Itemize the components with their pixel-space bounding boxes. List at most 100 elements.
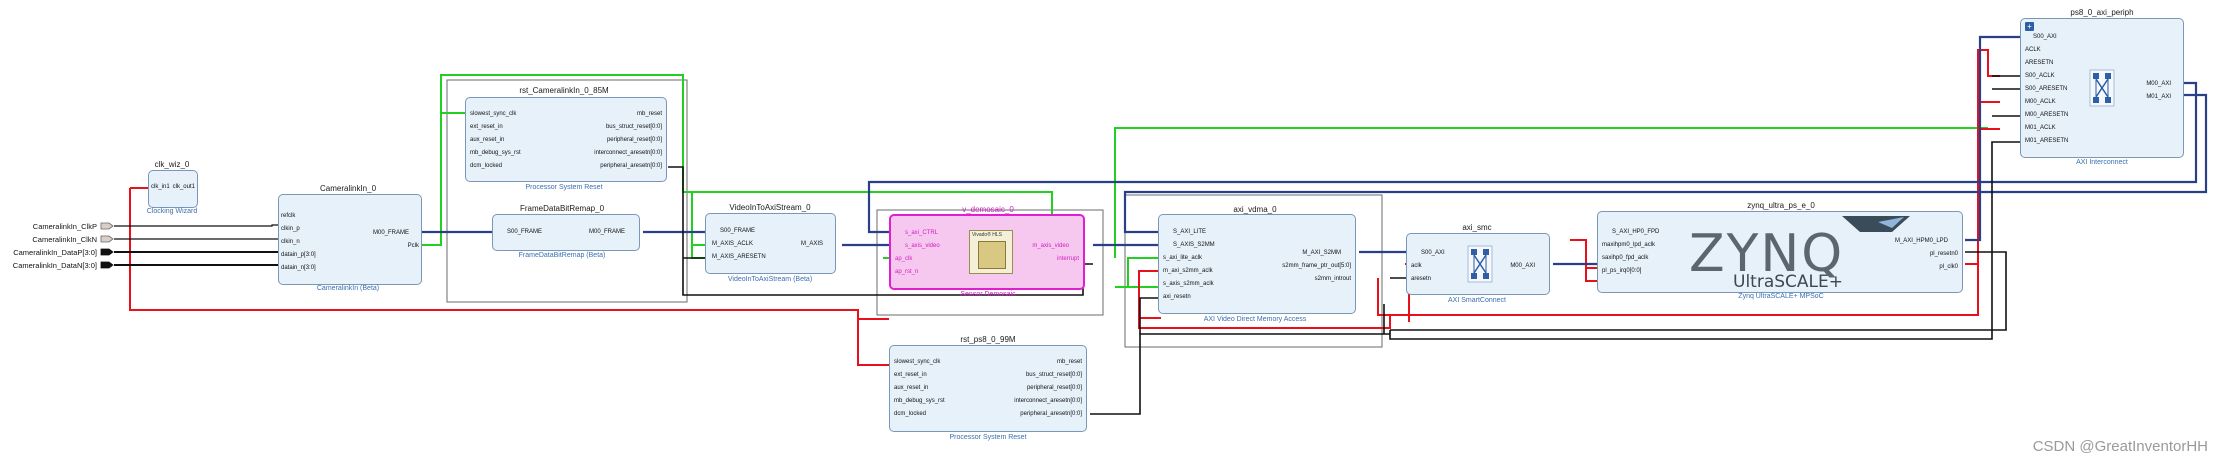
cameralink-port-refclk[interactable]: refclk [281, 213, 296, 219]
periph-port-m01-aclk[interactable]: M01_ACLK [2025, 125, 2056, 131]
smc-port-aresetn[interactable]: aresetn [1411, 276, 1432, 282]
vdma-port-m-axi-s2mm[interactable]: M_AXI_S2MM [1302, 250, 1341, 256]
frame-remap-name: FrameDataBitRemap_0 [519, 204, 605, 213]
periph-port-m01-aresetn[interactable]: M01_ARESETN [2025, 138, 2069, 144]
clk-wiz-name: clk_wiz_0 [154, 160, 190, 169]
periph-port-s00-aclk[interactable]: S00_ACLK [2025, 73, 2055, 79]
rst-camera-port-peripheral-aresetn[interactable]: peripheral_aresetn[0:0] [600, 163, 662, 169]
demosaic-port-ap-rst-n[interactable]: ap_rst_n [895, 269, 919, 275]
rst-camera-port-peripheral-reset[interactable]: peripheral_reset[0:0] [606, 137, 662, 143]
vdma-port-axi-resetn[interactable]: axi_resetn [1163, 294, 1191, 300]
smc-port-s00-axi[interactable]: S00_AXI [1421, 250, 1445, 256]
external-port-datap[interactable]: CameralinkIn_DataP[3:0] [13, 248, 97, 257]
smartconnect-crossbar-icon [1467, 245, 1493, 283]
rst-camera-port-aux-reset-in[interactable]: aux_reset_in [470, 137, 505, 143]
cameralink-subtitle: CameralinkIn (Beta) [316, 285, 380, 292]
rst-camera-block[interactable]: slowest_sync_clk ext_reset_in aux_reset_… [465, 97, 667, 182]
video-axis-port-m-axis[interactable]: M_AXIS [800, 241, 823, 247]
rst-ps8-subtitle: Processor System Reset [949, 434, 1027, 441]
frame-remap-port-m00-frame[interactable]: M00_FRAME [588, 229, 625, 235]
hls-logo: Vivado® HLS [969, 230, 1013, 274]
rst-ps8-port-mb-reset[interactable]: mb_reset [1056, 359, 1082, 365]
zynq-port-m-axi-hpm0-lpd[interactable]: M_AXI_HPM0_LPD [1894, 238, 1948, 244]
zynq-port-pl-ps-irq0[interactable]: pl_ps_irq0[0:0] [1602, 268, 1642, 274]
rst-ps8-port-slowest-sync-clk[interactable]: slowest_sync_clk [894, 359, 941, 365]
clk-wiz-subtitle: Clocking Wizard [146, 208, 198, 215]
smc-port-m00-axi[interactable]: M00_AXI [1510, 263, 1535, 269]
clk-wiz-port-clk-out1[interactable]: clk_out1 [172, 184, 195, 190]
rst-ps8-port-ext-reset-in[interactable]: ext_reset_in [894, 372, 927, 378]
cameralink-block[interactable]: refclk clkin_p clkin_n datain_p[3:0] dat… [278, 194, 422, 285]
rst-camera-port-dcm-locked[interactable]: dcm_locked [470, 163, 503, 169]
vdma-port-s-axis-s2mm-aclk[interactable]: s_axis_s2mm_aclk [1163, 281, 1214, 287]
rst-ps8-port-aux-reset-in[interactable]: aux_reset_in [894, 385, 929, 391]
demosaic-port-ap-clk[interactable]: ap_clk [895, 256, 913, 262]
vdma-port-s-axi-lite-aclk[interactable]: s_axi_lite_aclk [1163, 255, 1203, 261]
rst-camera-port-slowest-sync-clk[interactable]: slowest_sync_clk [470, 111, 517, 117]
zynq-port-saxihp0-fpd-aclk[interactable]: saxihp0_fpd_aclk [1602, 255, 1649, 261]
zynq-logo-swoosh-icon [1842, 216, 1910, 232]
rst-camera-port-mb-reset[interactable]: mb_reset [636, 111, 662, 117]
clk-wiz-port-clk-in1[interactable]: clk_in1 [151, 184, 170, 190]
vdma-port-s2mm-frame-ptr-out[interactable]: s2mm_frame_ptr_out[5:0] [1282, 263, 1351, 269]
periph-port-aresetn[interactable]: ARESETN [2025, 60, 2054, 66]
video-axis-port-s00-frame[interactable]: S00_FRAME [720, 228, 756, 234]
vdma-port-s-axi-lite[interactable]: S_AXI_LITE [1173, 229, 1207, 235]
cameralink-port-clkin-n[interactable]: clkin_n [281, 239, 300, 245]
periph-port-s00-aresetn[interactable]: S00_ARESETN [2025, 86, 2068, 92]
vdma-block[interactable]: S_AXI_LITE S_AXIS_S2MM s_axi_lite_aclk m… [1158, 214, 1356, 314]
video-axis-port-m-axis-aclk[interactable]: M_AXIS_ACLK [712, 241, 754, 247]
vdma-port-s2mm-introut[interactable]: s2mm_introut [1314, 276, 1351, 282]
cameralink-port-pclk[interactable]: Pclk [407, 243, 419, 249]
periph-port-m00-aresetn[interactable]: M00_ARESETN [2025, 112, 2069, 118]
expand-icon[interactable]: + [2025, 22, 2034, 31]
cameralink-port-datain-n[interactable]: datain_n[3:0] [281, 265, 316, 271]
rst-ps8-port-interconnect-aresetn[interactable]: interconnect_aresetn[0:0] [1014, 398, 1082, 404]
smc-port-aclk[interactable]: aclk [1411, 263, 1422, 269]
periph-port-m00-axi[interactable]: M00_AXI [2146, 81, 2171, 87]
vdma-port-s-axis-s2mm[interactable]: S_AXIS_S2MM [1173, 242, 1215, 248]
rst-camera-port-ext-reset-in[interactable]: ext_reset_in [470, 124, 503, 130]
periph-subtitle: AXI Interconnect [2076, 159, 2128, 166]
vdma-port-m-axi-s2mm-aclk[interactable]: m_axi_s2mm_aclk [1163, 268, 1213, 274]
rst-camera-name: rst_CameralinkIn_0_85M [519, 86, 609, 95]
rst-camera-port-bus-struct-reset[interactable]: bus_struct_reset[0:0] [605, 124, 662, 130]
cameralink-port-m00-frame[interactable]: M00_FRAME [372, 230, 409, 236]
demosaic-port-interrupt[interactable]: interrupt [1056, 256, 1079, 262]
video-axis-port-m-axis-aresetn[interactable]: M_AXIS_ARESETN [712, 254, 766, 260]
rst-ps8-block[interactable]: slowest_sync_clk ext_reset_in aux_reset_… [889, 345, 1087, 432]
periph-port-m01-axi[interactable]: M01_AXI [2146, 94, 2171, 100]
rst-camera-port-interconnect-aresetn[interactable]: interconnect_aresetn[0:0] [594, 150, 662, 156]
frame-remap-port-s00-frame[interactable]: S00_FRAME [507, 229, 543, 235]
video-axis-subtitle: VideoInToAxiStream (Beta) [727, 276, 813, 283]
zynq-port-pl-clk0[interactable]: pl_clk0 [1939, 264, 1958, 270]
rst-ps8-port-mb-debug-sys-rst[interactable]: mb_debug_sys_rst [894, 398, 945, 404]
demosaic-port-m-axis-video[interactable]: m_axis_video [1032, 243, 1069, 249]
video-axis-name: VideoInToAxiStream_0 [729, 203, 811, 212]
periph-port-s00-axi[interactable]: S00_AXI [2033, 34, 2057, 40]
zynq-port-s-axi-hp0-fpd[interactable]: S_AXI_HP0_FPD [1612, 229, 1660, 235]
cameralink-port-clkin-p[interactable]: clkin_p [281, 226, 300, 232]
external-port-clkp[interactable]: CameralinkIn_ClkP [32, 222, 97, 231]
zynq-block[interactable]: S_AXI_HP0_FPD maxihpm0_lpd_aclk saxihp0_… [1597, 211, 1963, 293]
clk-wiz-block[interactable]: clk_in1 clk_out1 [148, 170, 198, 208]
rst-ps8-port-dcm-locked[interactable]: dcm_locked [894, 411, 927, 417]
zynq-port-maxihpm0-lpd-aclk[interactable]: maxihpm0_lpd_aclk [1602, 242, 1656, 248]
external-port-datan[interactable]: CameralinkIn_DataN[3:0] [12, 261, 97, 270]
external-port-clkn[interactable]: CameralinkIn_ClkN [32, 235, 97, 244]
cameralink-name: CameralinkIn_0 [319, 184, 377, 193]
rst-camera-port-mb-debug-sys-rst[interactable]: mb_debug_sys_rst [470, 150, 521, 156]
zynq-port-pl-resetn0[interactable]: pl_resetn0 [1929, 251, 1958, 257]
vdma-name: axi_vdma_0 [1233, 205, 1277, 214]
demosaic-port-s-axi-ctrl[interactable]: s_axi_CTRL [905, 230, 939, 236]
rst-ps8-port-peripheral-reset[interactable]: peripheral_reset[0:0] [1026, 385, 1082, 391]
periph-port-m00-aclk[interactable]: M00_ACLK [2025, 99, 2056, 105]
frame-remap-block[interactable]: S00_FRAME M00_FRAME [492, 214, 640, 251]
rst-ps8-port-bus-struct-reset[interactable]: bus_struct_reset[0:0] [1025, 372, 1082, 378]
demosaic-port-s-axis-video[interactable]: s_axis_video [905, 243, 940, 249]
rst-ps8-port-peripheral-aresetn[interactable]: peripheral_aresetn[0:0] [1020, 411, 1082, 417]
periph-port-aclk[interactable]: ACLK [2025, 47, 2041, 53]
cameralink-port-datain-p[interactable]: datain_p[3:0] [281, 252, 316, 258]
watermark: CSDN @GreatInventorHH [2032, 438, 2208, 455]
video-axis-block[interactable]: S00_FRAME M_AXIS_ACLK M_AXIS_ARESETN M_A… [705, 213, 836, 274]
